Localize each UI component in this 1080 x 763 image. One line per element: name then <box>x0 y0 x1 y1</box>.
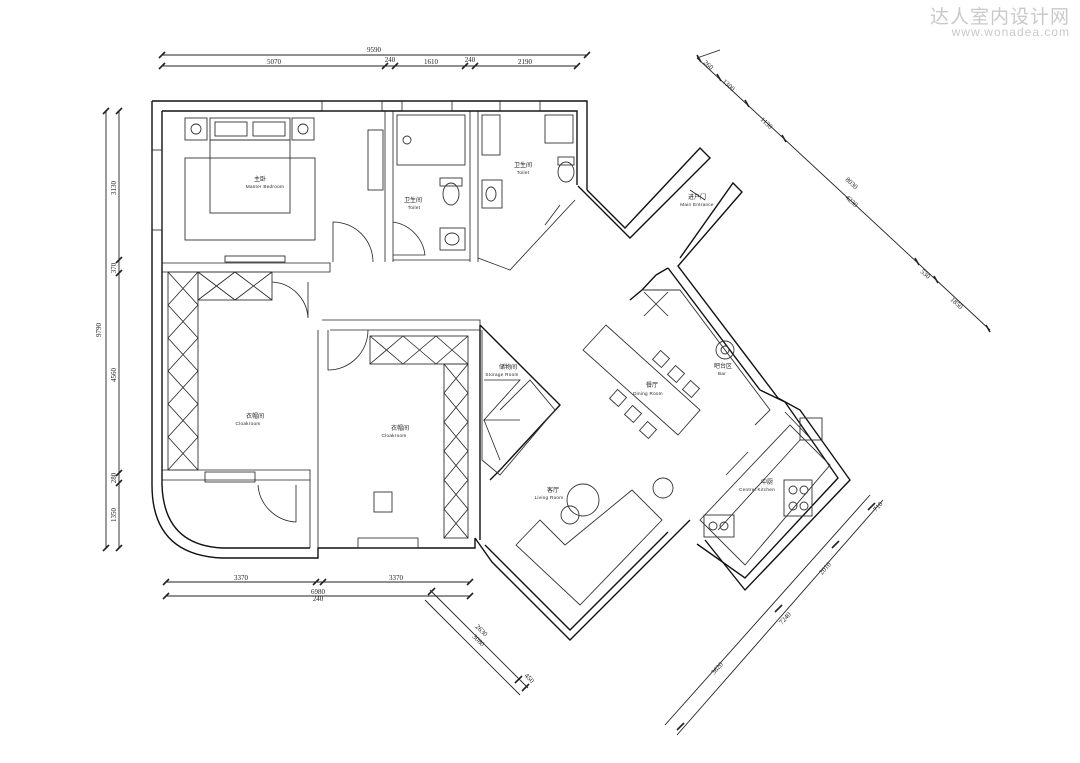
dining-room-label-en: Dining Room <box>633 391 663 396</box>
living-room-label-cn: 客厅 <box>547 486 559 494</box>
storage-room-label-cn: 储物间 <box>499 363 517 371</box>
toilet-1-label-cn: 卫生间 <box>404 196 422 204</box>
dim-ne-part-2: 1300 <box>721 78 737 94</box>
master-bedroom-furniture <box>184 117 384 263</box>
dim-top-part-3: 1610 <box>424 58 439 66</box>
dim-left-part-3: 4560 <box>110 368 118 383</box>
dimension-top: 9590 5070 240 1610 240 2190 <box>158 46 591 70</box>
dim-sw-part-3: 450 <box>523 672 536 685</box>
dim-left-part-1: 3130 <box>110 181 118 196</box>
toilet-2-label-en: Toilet <box>517 170 530 175</box>
bar-label-cn: 吧台区 <box>714 362 732 370</box>
dim-top-part-1: 5070 <box>267 58 282 66</box>
central-kitchen-label-cn: 中厨 <box>761 478 773 486</box>
toilet-1-label-en: Toilet <box>408 205 421 210</box>
dim-top-part-4: 240 <box>465 56 476 64</box>
watermark-title: 达人室内设计网 <box>929 6 1070 28</box>
master-bedroom-label-cn: 主卧 <box>254 175 266 183</box>
watermark-url: www.wonadea.com <box>951 25 1070 39</box>
dimension-bottom: 3370 3370 6980 240 <box>162 574 474 603</box>
storage-room-label-en: Storage Room <box>485 372 518 377</box>
cloakroom-cabinets <box>167 271 556 539</box>
dim-left-total: 9790 <box>95 323 103 338</box>
dining-room-label-cn: 餐厅 <box>646 381 658 389</box>
dim-bottom-part-2: 3370 <box>389 574 404 582</box>
dim-bottom-mid: 240 <box>313 595 324 603</box>
main-entrance-label-cn: 进户门 <box>688 193 706 201</box>
dim-top-part-5: 2190 <box>518 58 533 66</box>
cloakroom-1-label-cn: 衣帽间 <box>246 412 264 420</box>
bar-label-en: Bar <box>718 371 726 376</box>
dim-left-part-4: 280 <box>110 472 118 483</box>
room-labels: 主卧 Master Bedroom 卫生间 Toilet 卫生间 Toilet … <box>236 161 775 500</box>
dim-se-part-4: 3620 <box>710 660 726 676</box>
toilet-2-label-cn: 卫生间 <box>514 161 532 169</box>
cloakroom-1-label-en: Cloakroom <box>236 421 261 426</box>
doors <box>257 189 706 523</box>
dim-se-part-3: 7240 <box>778 610 794 626</box>
dim-se-part-2: 2010 <box>818 560 834 576</box>
dim-ne-part-3: 1130 <box>759 116 775 132</box>
interior-walls <box>151 100 576 549</box>
exterior-walls <box>151 100 851 641</box>
dim-ne-part-7: 1850 <box>949 296 965 312</box>
bathroom-fixtures <box>396 114 575 251</box>
dimension-left: 9790 3130 370 4560 280 1350 <box>95 107 123 552</box>
dim-top-total: 9590 <box>367 46 382 54</box>
central-kitchen-label-en: Central Kitchen <box>739 487 775 492</box>
dim-left-part-2: 370 <box>110 262 118 273</box>
living-room-label-en: Living Room <box>535 495 564 500</box>
kitchen-fixtures <box>699 411 831 566</box>
dim-top-part-2: 240 <box>385 56 396 64</box>
cloakroom-2-label-cn: 衣帽间 <box>391 424 409 432</box>
dim-ne-part-4: 8030 <box>844 176 860 192</box>
dim-bottom-total: 6980 <box>311 588 326 596</box>
main-entrance-label-en: Main Entrance <box>680 202 714 207</box>
dim-left-part-5: 1350 <box>110 508 118 523</box>
dim-ne-part-6: 530 <box>919 268 933 281</box>
dimension-southeast: 710 2010 7240 3620 <box>664 494 885 736</box>
cloakroom-2-label-en: Cloakroom <box>382 433 407 438</box>
dim-ne-part-1: 260 <box>702 59 716 72</box>
master-bedroom-label-en: Master Bedroom <box>246 184 284 189</box>
dim-bottom-part-1: 3370 <box>234 574 249 582</box>
dimension-southwest: 2630 3080 450 <box>424 587 536 696</box>
dining-and-living-furniture <box>515 289 771 606</box>
